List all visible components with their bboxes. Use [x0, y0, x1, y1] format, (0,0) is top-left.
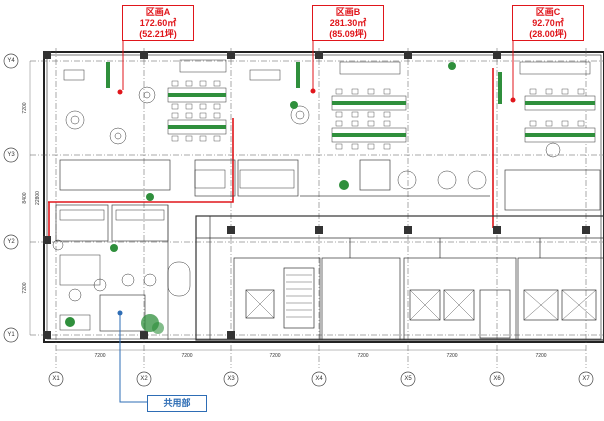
area-b-label: 区画B 281.30㎡ (85.09坪) — [312, 5, 384, 41]
dimension-y2-y1: 7200 — [22, 282, 28, 293]
collaboration-furniture — [52, 59, 591, 331]
area-b-tsubo: (85.09坪) — [329, 29, 367, 39]
dimension-x2-x3: 7200 — [181, 353, 192, 359]
gridlines — [30, 48, 604, 368]
area-c-name: 区画C — [535, 7, 561, 17]
grid-label-x5: X5 — [404, 376, 412, 382]
grid-label-x3: X3 — [227, 376, 235, 382]
grid-label-x2: X2 — [140, 376, 148, 382]
interior-partitions — [55, 159, 601, 340]
grid-column-bubbles — [48, 371, 594, 387]
dimension-x4-x5: 7200 — [357, 353, 368, 359]
dimension-x1-x2: 7200 — [94, 353, 105, 359]
area-a-tsubo: (52.21坪) — [139, 29, 177, 39]
dimension-x6-x7: 7200 — [535, 353, 546, 359]
area-a-label: 区画A 172.60㎡ (52.21坪) — [122, 5, 194, 41]
grid-label-y2: Y2 — [7, 239, 15, 245]
grid-label-x6: X6 — [493, 376, 501, 382]
common-area-label: 共用部 — [147, 395, 207, 412]
dimension-x3-x4: 7200 — [269, 353, 280, 359]
callout-leaders — [119, 40, 514, 403]
grid-label-y1: Y1 — [7, 332, 15, 338]
callout-markers — [117, 88, 516, 316]
grid-label-y3: Y3 — [7, 152, 15, 158]
grid-row-bubbles — [3, 53, 19, 343]
area-division-lines — [48, 68, 494, 240]
area-a-sqm: 172.60㎡ — [139, 18, 177, 28]
area-b-sqm: 281.30㎡ — [329, 18, 367, 28]
grid-label-x7: X7 — [582, 376, 590, 382]
dimension-y4-y3: 7200 — [22, 102, 28, 113]
area-a-name: 区画A — [145, 7, 171, 17]
common-area-text: 共用部 — [163, 398, 191, 408]
grid-label-y4: Y4 — [7, 58, 15, 64]
structural-columns — [43, 51, 590, 339]
workstation-desks — [106, 62, 596, 150]
plants — [65, 62, 456, 334]
building-outline — [43, 51, 604, 343]
dimension-lines — [29, 61, 586, 351]
area-c-sqm: 92.70㎡ — [532, 18, 564, 28]
area-c-label: 区画C 92.70㎡ (28.00坪) — [512, 5, 584, 41]
area-b-name: 区画B — [335, 7, 361, 17]
dimension-x5-x6: 7200 — [446, 353, 457, 359]
dimension-total: 22800 — [35, 191, 41, 205]
dimension-y3-y2: 8400 — [22, 192, 28, 203]
grid-label-x1: X1 — [52, 376, 60, 382]
building-core — [195, 215, 604, 341]
area-c-tsubo: (28.00坪) — [529, 29, 567, 39]
grid-label-x4: X4 — [315, 376, 323, 382]
